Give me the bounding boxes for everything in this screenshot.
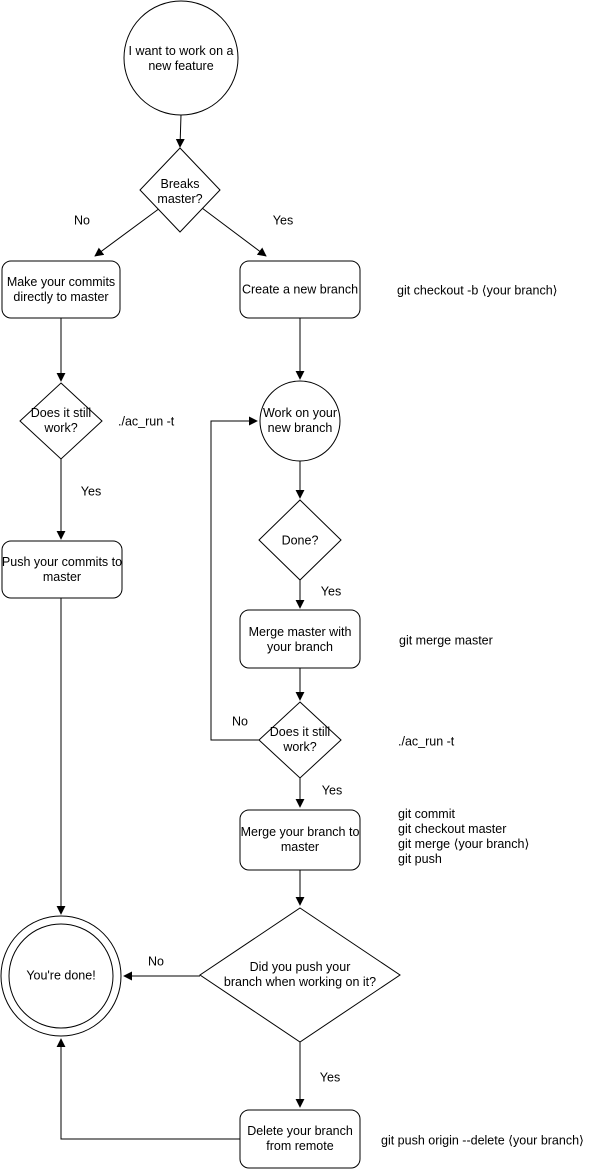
edge-breaks-yes-to-create-branch — [201, 207, 267, 257]
merge-master-process — [239, 609, 361, 669]
cmd-ac-run-left-label: ./ac_run -t — [118, 414, 175, 429]
edge-label-breaks-yes: Yes — [272, 213, 294, 228]
work-on-branch-node — [259, 380, 341, 462]
merge-branch-process — [239, 809, 361, 871]
work-on-branch-label: Work on your new branch — [262, 406, 338, 435]
merge-branch-label: Merge your branch to master — [240, 825, 360, 854]
start-node-label: I want to work on a new feature — [128, 44, 234, 73]
does-it-work-right-label: Does it still work? — [269, 725, 331, 754]
edge-label-done-yes: Yes — [320, 584, 342, 599]
done-decision — [258, 499, 342, 581]
edge-label-push-yes: Yes — [319, 1070, 341, 1085]
does-it-work-left-label: Does it still work? — [30, 406, 92, 435]
did-you-push-decision — [199, 907, 401, 1043]
make-commits-label: Make your commits directly to master — [6, 275, 116, 304]
edge-label-work-right-yes: Yes — [321, 783, 343, 798]
cmd-merge-master-label: git merge master — [399, 633, 493, 648]
edge-label-work-left-yes: Yes — [80, 484, 102, 499]
push-commits-process — [1, 540, 123, 599]
edge-start-to-breaks-master — [175, 114, 185, 148]
cmd-checkout-label: git checkout -b ⟨your branch⟩ — [397, 283, 558, 298]
delete-branch-process — [239, 1109, 361, 1169]
merge-master-label: Merge master with your branch — [248, 625, 352, 654]
edge-label-push-no: No — [148, 954, 164, 969]
done-label: Done? — [281, 533, 319, 548]
does-it-work-left-decision — [19, 382, 103, 460]
make-commits-process — [1, 260, 121, 319]
create-branch-label: Create a new branch — [241, 282, 359, 297]
cmd-ac-run-right-label: ./ac_run -t — [398, 734, 455, 749]
edges — [56, 114, 305, 1140]
cmd-merge-block-label: git commit git checkout master git merge… — [398, 807, 530, 866]
edge-label-loop-no: No — [232, 714, 248, 729]
create-branch-process — [239, 260, 361, 319]
did-you-push-label: Did you push your branch when working on… — [223, 960, 377, 989]
breaks-master-label: Breaks master? — [157, 177, 203, 206]
edge-does-it-work-no-loop-to-work-on-branch — [210, 416, 259, 741]
shapes — [0, 0, 401, 1169]
youre-done-node-inner — [8, 923, 114, 1029]
does-it-work-right-decision — [258, 701, 342, 779]
cmd-delete-remote-label: git push origin --delete ⟨your branch⟩ — [381, 1133, 584, 1148]
edge-label-breaks-no: No — [74, 213, 90, 228]
breaks-master-decision — [139, 147, 221, 233]
edge-breaks-no-to-make-commits — [94, 207, 161, 257]
delete-branch-label: Delete your branch from remote — [247, 1124, 353, 1153]
push-commits-label: Push your commits to master — [1, 555, 123, 584]
edge-delete-branch-to-youre-done — [56, 1038, 240, 1140]
start-node — [123, 0, 239, 116]
youre-done-label: You're done! — [26, 968, 96, 983]
